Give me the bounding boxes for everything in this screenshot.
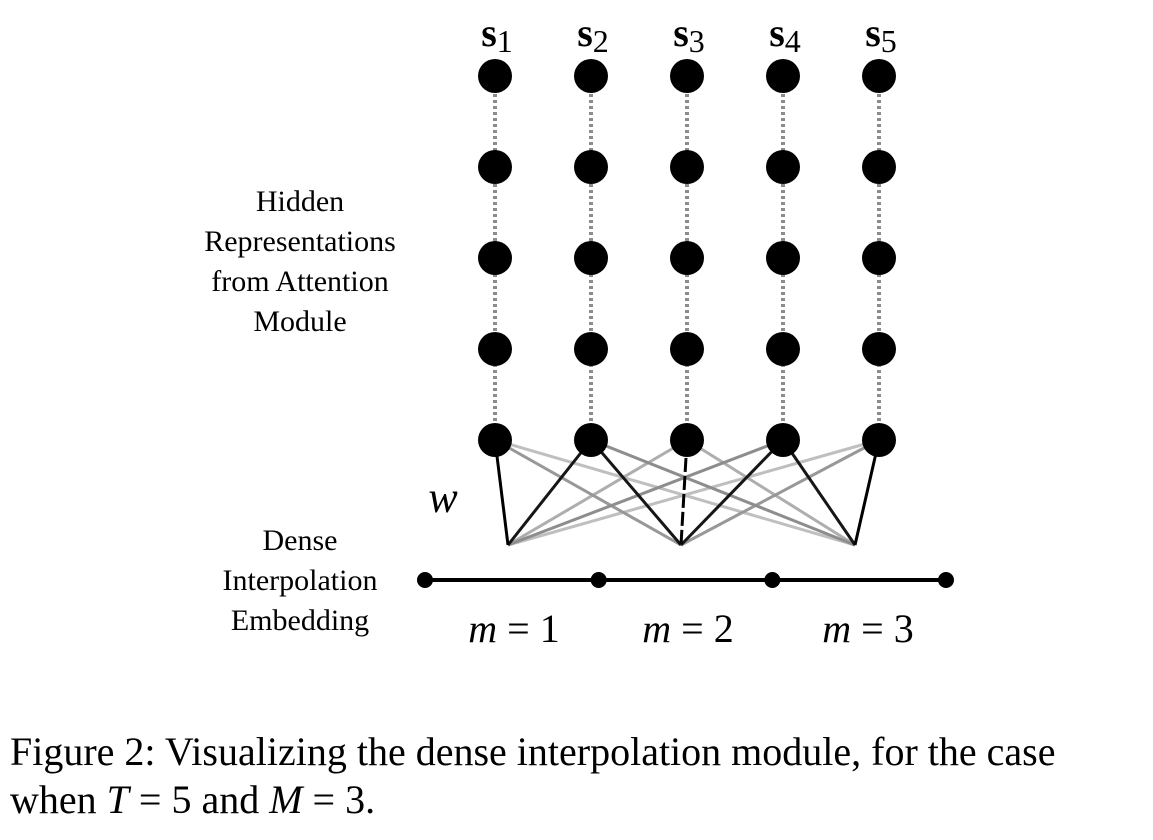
hidden-node xyxy=(862,332,896,366)
interpolation-edge xyxy=(680,438,880,547)
hidden-node xyxy=(670,241,704,275)
segment-boundary-node xyxy=(417,572,433,588)
segment-variable: m xyxy=(642,606,671,651)
interpolation-edge xyxy=(493,439,510,546)
column-subscript: 1 xyxy=(497,23,513,59)
interpolation-edge xyxy=(506,439,593,546)
hidden-node xyxy=(862,423,896,457)
hidden-node xyxy=(478,150,512,184)
hidden-node xyxy=(670,423,704,457)
segment-variable: m xyxy=(822,606,851,651)
interpolation-edges xyxy=(493,438,881,547)
hidden-label-line: Representations xyxy=(204,225,396,258)
interpolation-edge xyxy=(494,438,682,547)
segment-variable: m xyxy=(468,606,497,651)
column-label: s2 xyxy=(577,10,609,59)
hidden-label-line: from Attention xyxy=(211,265,389,298)
hidden-node xyxy=(766,241,800,275)
column-symbol: s xyxy=(481,10,497,55)
interpolation-edge xyxy=(686,438,856,547)
caption-and: and xyxy=(201,777,260,822)
interpolation-edge xyxy=(507,438,784,547)
segment-boundary-node xyxy=(764,572,781,588)
interpolation-edge xyxy=(853,439,881,546)
dense-interpolation-embedding-label: Dense Interpolation Embedding xyxy=(180,521,420,641)
hidden-node xyxy=(478,332,512,366)
caption-t-value: 5 xyxy=(171,777,192,822)
hidden-node xyxy=(478,59,512,93)
column-label: s5 xyxy=(865,10,897,59)
caption-prefix: Figure 2: Visualizing the dense interpol… xyxy=(10,729,1056,822)
column-label: s1 xyxy=(481,10,513,59)
column-subscript: 3 xyxy=(689,23,705,59)
interpolation-edge xyxy=(679,438,785,547)
interpolation-edge xyxy=(590,438,856,547)
hidden-node xyxy=(478,241,512,275)
hidden-nodes xyxy=(478,59,896,457)
hidden-node xyxy=(670,150,704,184)
hidden-node xyxy=(574,241,608,275)
segment-relation: = xyxy=(851,606,894,651)
caption-m-variable: M xyxy=(269,777,303,822)
dense-interpolation-line xyxy=(417,572,954,588)
hidden-node xyxy=(574,59,608,93)
hidden-label-line: Hidden xyxy=(255,185,345,218)
segment-relation: = xyxy=(497,606,540,651)
interpolation-edge xyxy=(494,438,856,547)
hidden-node xyxy=(766,332,800,366)
hidden-node xyxy=(766,59,800,93)
hidden-label-line: Module xyxy=(253,305,347,338)
segment-relation: = xyxy=(671,606,714,651)
weight-label: w xyxy=(428,473,458,522)
caption-equals: = xyxy=(312,777,336,822)
column-symbol: s xyxy=(865,10,881,55)
hidden-node xyxy=(478,423,512,457)
figure-caption: Figure 2: Visualizing the dense interpol… xyxy=(10,728,1150,824)
hidden-node xyxy=(574,332,608,366)
segment-value: 1 xyxy=(540,606,560,651)
column-label: s4 xyxy=(769,10,801,59)
column-label: s3 xyxy=(673,10,705,59)
dense-label-line: Dense xyxy=(262,524,338,557)
segment-value: 3 xyxy=(894,606,914,651)
column-symbol: s xyxy=(769,10,785,55)
caption-end: . xyxy=(365,777,376,822)
hidden-node xyxy=(574,423,608,457)
hidden-node xyxy=(766,150,800,184)
hidden-node xyxy=(862,59,896,93)
column-symbol: s xyxy=(577,10,593,55)
caption-equals: = xyxy=(138,777,162,822)
column-subscript: 2 xyxy=(593,23,609,59)
hidden-node xyxy=(574,150,608,184)
column-symbol: s xyxy=(673,10,689,55)
dense-label-line: Interpolation xyxy=(222,564,378,597)
segment-label: m = 1 xyxy=(468,606,559,651)
interpolation-edge xyxy=(507,438,880,547)
hidden-node xyxy=(670,59,704,93)
hidden-representations-label: Hidden Representations from Attention Mo… xyxy=(180,182,420,342)
hidden-node xyxy=(766,423,800,457)
interpolation-edge xyxy=(507,438,688,547)
segment-boundary-node xyxy=(590,572,607,588)
column-subscript: 4 xyxy=(785,23,801,59)
interpolation-edge xyxy=(589,439,683,546)
dense-label-line: Embedding xyxy=(230,604,370,637)
segment-label: m = 3 xyxy=(822,606,913,651)
hidden-node xyxy=(862,150,896,184)
interpolation-edge xyxy=(781,439,857,546)
caption-m-value: 3 xyxy=(345,777,366,822)
hidden-node xyxy=(862,241,896,275)
segment-label: m = 2 xyxy=(642,606,733,651)
hidden-node xyxy=(670,332,704,366)
caption-t-variable: T xyxy=(106,777,129,822)
segment-boundary-node xyxy=(938,572,954,588)
column-subscript: 5 xyxy=(881,23,897,59)
segment-value: 2 xyxy=(714,606,734,651)
